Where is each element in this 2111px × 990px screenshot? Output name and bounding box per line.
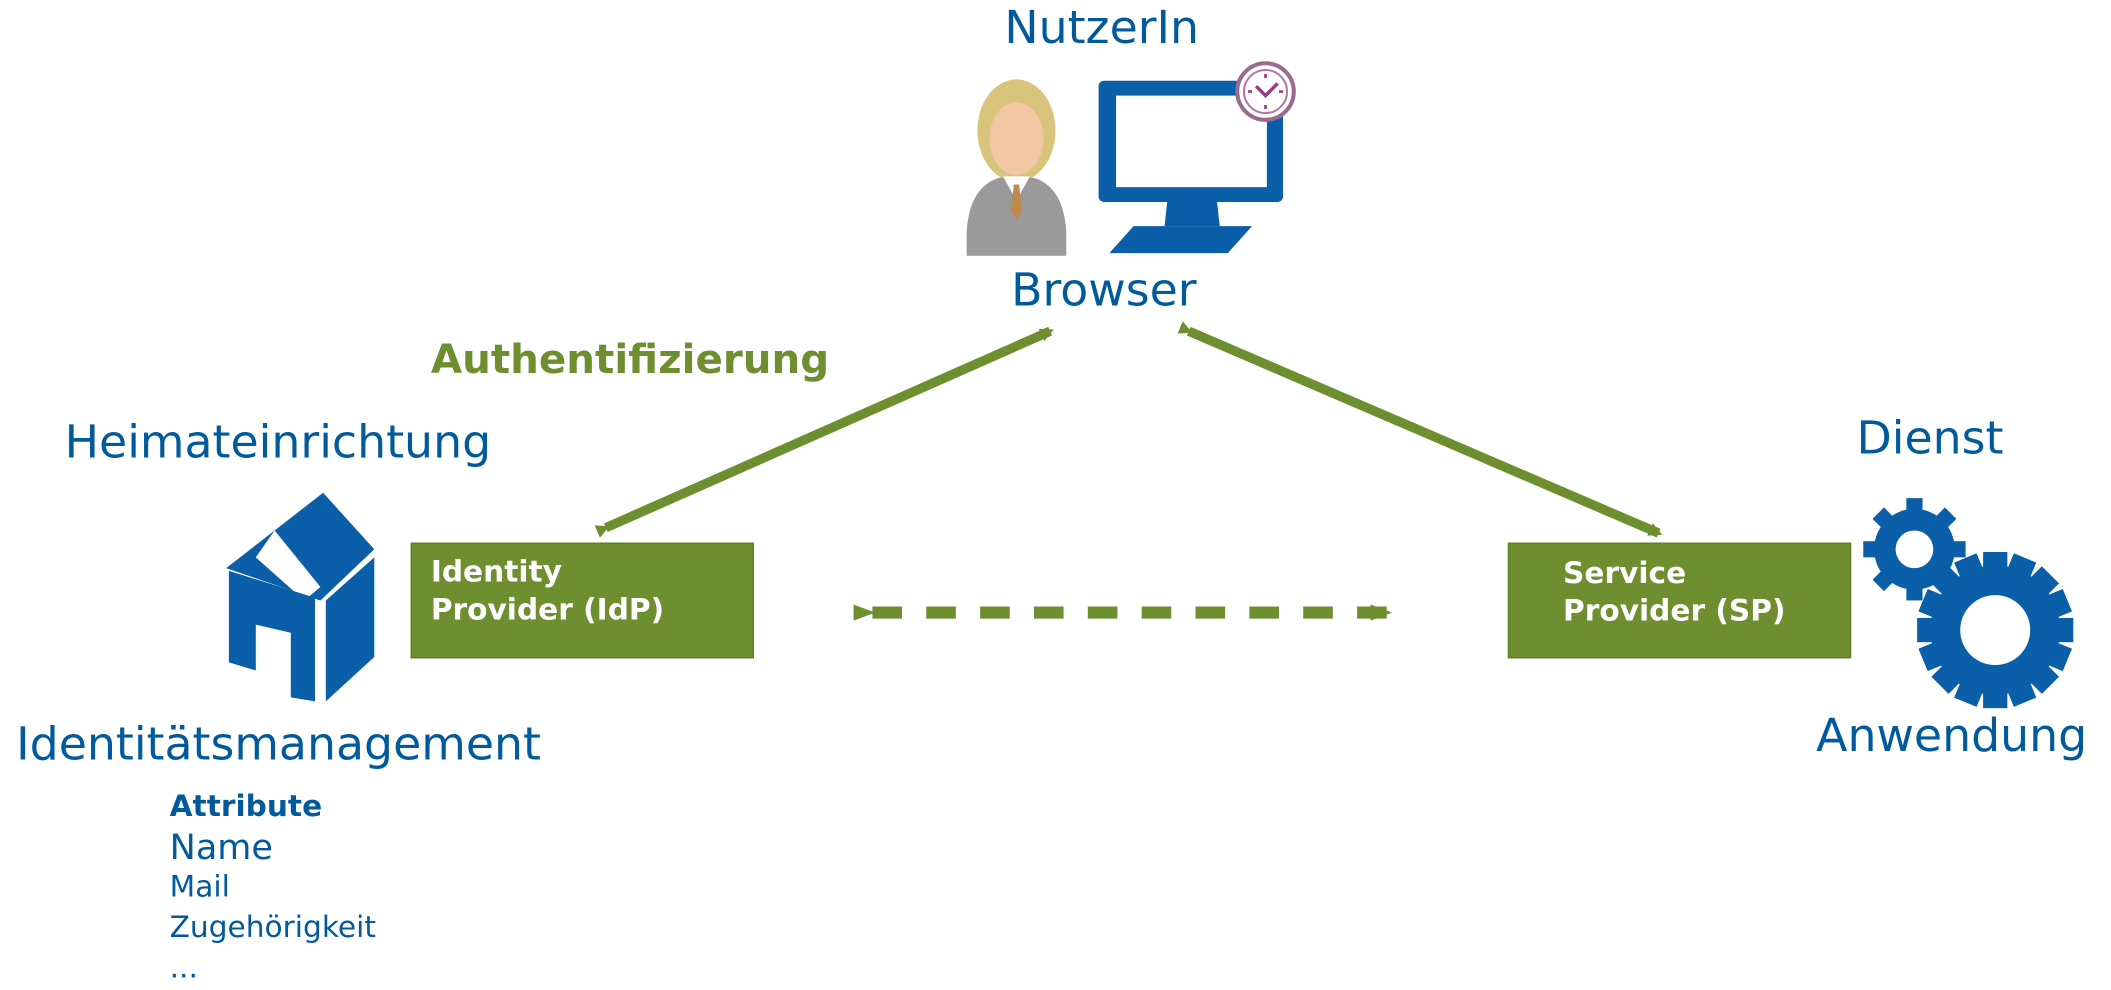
attribute-item: Name [169, 827, 273, 869]
service-subtitle: Anwendung [1816, 709, 2088, 764]
sp-box: Service Provider (SP) [1507, 542, 1852, 659]
sp-line1: Service [1563, 557, 1687, 592]
attributes-heading: Attribute [169, 790, 323, 824]
idp-box: Identity Provider (IdP) [410, 542, 754, 659]
sp-line2: Provider (SP) [1563, 595, 1786, 629]
clock-icon [1235, 61, 1296, 122]
attribute-item: ... [169, 951, 198, 986]
user-icon [966, 79, 1067, 256]
service-title: Dienst [1856, 411, 2004, 466]
auth-arrow-idp-browser [594, 326, 1054, 538]
home-title: Heimateinrichtung [64, 416, 492, 470]
monitor-icon [1098, 80, 1284, 254]
browser-label: Browser [1011, 263, 1197, 318]
gears-icon [1863, 498, 2074, 709]
idp-line1: Identity [430, 556, 562, 590]
attribute-item: Mail [169, 871, 230, 905]
user-title: NutzerIn [1004, 1, 1200, 56]
attribute-item: Zugehörigkeit [169, 911, 376, 946]
arrow-browser-sp [1177, 321, 1663, 538]
house-icon [226, 492, 375, 702]
attribute-list: Attribute Name Mail Zugehörigkeit ... [170, 788, 376, 990]
auth-label: Authentifizierung [430, 336, 830, 384]
idp-line2: Provider (IdP) [430, 593, 665, 628]
home-subtitle: Identitätsmanagement [16, 717, 541, 772]
